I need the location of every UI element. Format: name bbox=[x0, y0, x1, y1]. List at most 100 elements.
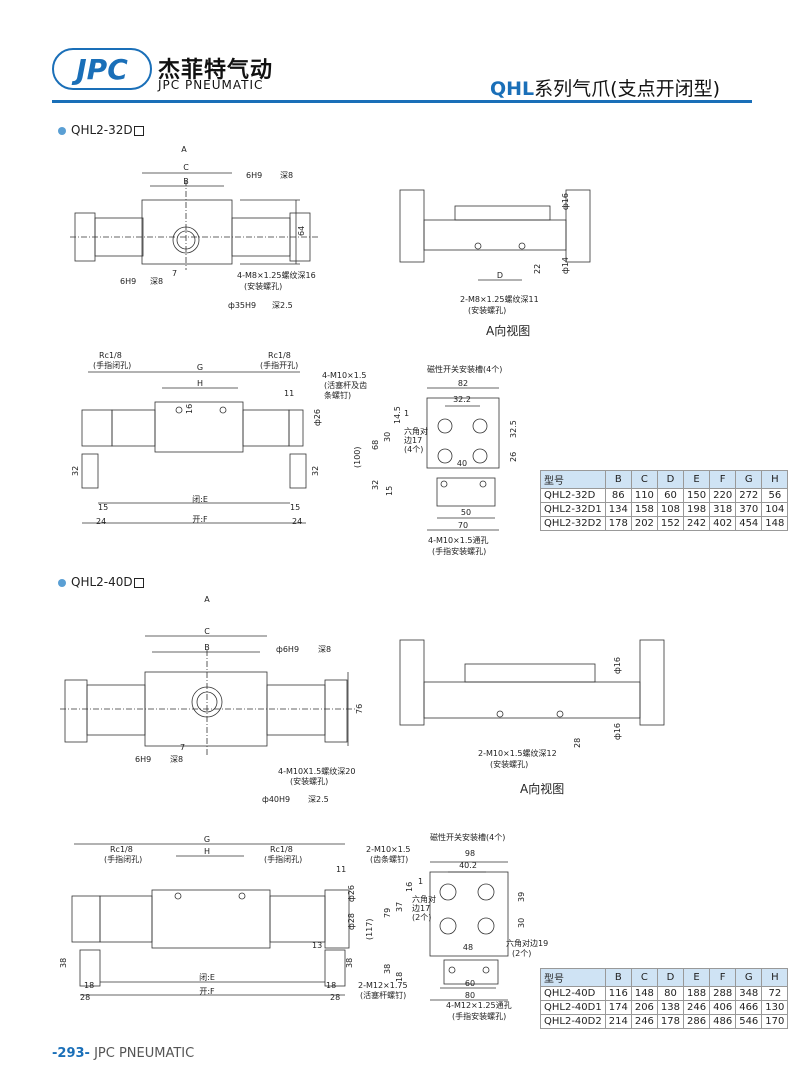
dim-38b: 38 bbox=[345, 958, 354, 968]
table-cell: 148 bbox=[761, 516, 789, 531]
table-cell: 138 bbox=[656, 1000, 685, 1015]
dim-h: H bbox=[204, 847, 210, 856]
table-header-cell: F bbox=[709, 968, 737, 987]
view-caption-40: A向视图 bbox=[520, 782, 565, 796]
dim-24b: 24 bbox=[292, 517, 302, 526]
dim-28c: 28 bbox=[330, 993, 340, 1002]
dim-28a: 28 bbox=[80, 993, 90, 1002]
table-cell: 60 bbox=[656, 488, 685, 503]
dim-39: 39 bbox=[517, 892, 526, 902]
dim-1: 1 bbox=[418, 877, 423, 886]
dim-32-2: 32.2 bbox=[453, 395, 471, 404]
header-divider bbox=[52, 100, 752, 103]
dim-d26: ф26 bbox=[313, 409, 322, 426]
hole2-depth: 深8 bbox=[170, 755, 183, 764]
dim-11: 11 bbox=[284, 389, 294, 398]
port-open-sub: (手指开孔) bbox=[260, 360, 298, 370]
screw2-sub: (安装螺孔) bbox=[490, 759, 528, 769]
dim-100: (100) bbox=[353, 446, 362, 468]
table-cell: 246 bbox=[630, 1014, 658, 1029]
port-close-sub: (手指闭孔) bbox=[104, 854, 142, 864]
screw2-label: 2-M8×1.25螺纹深11 bbox=[460, 294, 539, 304]
dim-30: 30 bbox=[517, 918, 526, 928]
dim-c: C bbox=[183, 163, 189, 172]
bore-label: ф40H9 bbox=[262, 795, 290, 804]
table-cell: QHL2-32D1 bbox=[540, 502, 606, 517]
dim-d28: ф28 bbox=[347, 913, 356, 930]
table-cell: 272 bbox=[735, 488, 763, 503]
port-close-sub: (手指闭孔) bbox=[93, 360, 131, 370]
dim-11: 11 bbox=[336, 865, 346, 874]
section-label-40: QHL2-40D bbox=[58, 575, 144, 589]
port-open: Rc1/8 bbox=[268, 351, 291, 360]
dim-18a: 18 bbox=[84, 981, 94, 990]
dim-22: 22 bbox=[533, 264, 542, 274]
section-label-32: QHL2-32D bbox=[58, 123, 144, 137]
bullet-icon bbox=[58, 126, 66, 135]
jpc-logo: JPC bbox=[52, 48, 152, 90]
dim-d16: ф16 bbox=[613, 657, 622, 674]
bore-depth: 深2.5 bbox=[308, 795, 329, 804]
dim-32b: 32 bbox=[311, 466, 320, 476]
table-cell: QHL2-40D2 bbox=[540, 1014, 606, 1029]
table-header-cell: 型号 bbox=[540, 470, 606, 489]
table-cell: 546 bbox=[735, 1014, 763, 1029]
table-cell: 220 bbox=[709, 488, 737, 503]
dim-16c: 16 bbox=[405, 882, 414, 892]
dim-24a: 24 bbox=[96, 517, 106, 526]
table-cell: 178 bbox=[656, 1014, 685, 1029]
dim-30: 30 bbox=[383, 432, 392, 442]
bore-depth: 深2.5 bbox=[272, 301, 293, 310]
screw3-label: 4-M10×1.5 bbox=[322, 371, 366, 380]
dim-g: G bbox=[197, 363, 203, 372]
dim-7: 7 bbox=[180, 743, 185, 752]
table-cell: 134 bbox=[604, 502, 632, 517]
screw1-label: 4-M8×1.25螺纹深16 bbox=[237, 270, 316, 280]
dim-16: 16 bbox=[185, 404, 194, 414]
dim-38a: 38 bbox=[59, 958, 68, 968]
dim-28: 28 bbox=[573, 738, 582, 748]
table-cell: 86 bbox=[604, 488, 632, 503]
dim-40-2: 40.2 bbox=[459, 861, 477, 870]
table-cell: 242 bbox=[683, 516, 711, 531]
table-header-cell: B bbox=[604, 470, 632, 489]
table-cell: 286 bbox=[683, 1014, 711, 1029]
table-cell: 116 bbox=[604, 986, 632, 1001]
dim-14-5: 14.5 bbox=[393, 406, 402, 424]
table-cell: 174 bbox=[604, 1000, 632, 1015]
hex-label2: 边17 bbox=[412, 903, 430, 913]
footer-brand: JPC PNEUMATIC bbox=[94, 1046, 195, 1061]
screw4-sub: (手指安装螺孔) bbox=[432, 546, 486, 556]
dim-70: 70 bbox=[458, 521, 468, 530]
table-header-cell: E bbox=[683, 968, 711, 987]
dim-117: (117) bbox=[365, 918, 374, 940]
hex-label3: (4个) bbox=[404, 445, 423, 454]
screw1-sub: (安装螺孔) bbox=[290, 776, 328, 786]
dim-d16b: ф16 bbox=[613, 723, 622, 740]
table-cell: 108 bbox=[656, 502, 685, 517]
hole-label: 6H9 bbox=[246, 171, 262, 180]
dim-76: 76 bbox=[355, 704, 364, 714]
table-cell: 370 bbox=[735, 502, 763, 517]
table-cell: 214 bbox=[604, 1014, 632, 1029]
hex-label3: (2个) bbox=[412, 913, 431, 922]
table-cell: 454 bbox=[735, 516, 763, 531]
dim-h: H bbox=[197, 379, 203, 388]
screw4-sub: (手指安装螺孔) bbox=[452, 1011, 506, 1021]
dim-15a: 15 bbox=[98, 503, 108, 512]
table-cell: 110 bbox=[630, 488, 658, 503]
table-cell: 170 bbox=[761, 1014, 789, 1029]
hole2-depth: 深8 bbox=[150, 277, 163, 286]
logo-text: JPC bbox=[71, 53, 128, 86]
table-cell: 202 bbox=[630, 516, 658, 531]
dim-48: 48 bbox=[463, 943, 473, 952]
hole-label: ф6H9 bbox=[276, 645, 299, 654]
dim-d14: ф14 bbox=[561, 257, 570, 274]
table-cell: 130 bbox=[761, 1000, 789, 1015]
table-cell: 178 bbox=[604, 516, 632, 531]
table-cell: 198 bbox=[683, 502, 711, 517]
dim-b: B bbox=[204, 643, 210, 652]
